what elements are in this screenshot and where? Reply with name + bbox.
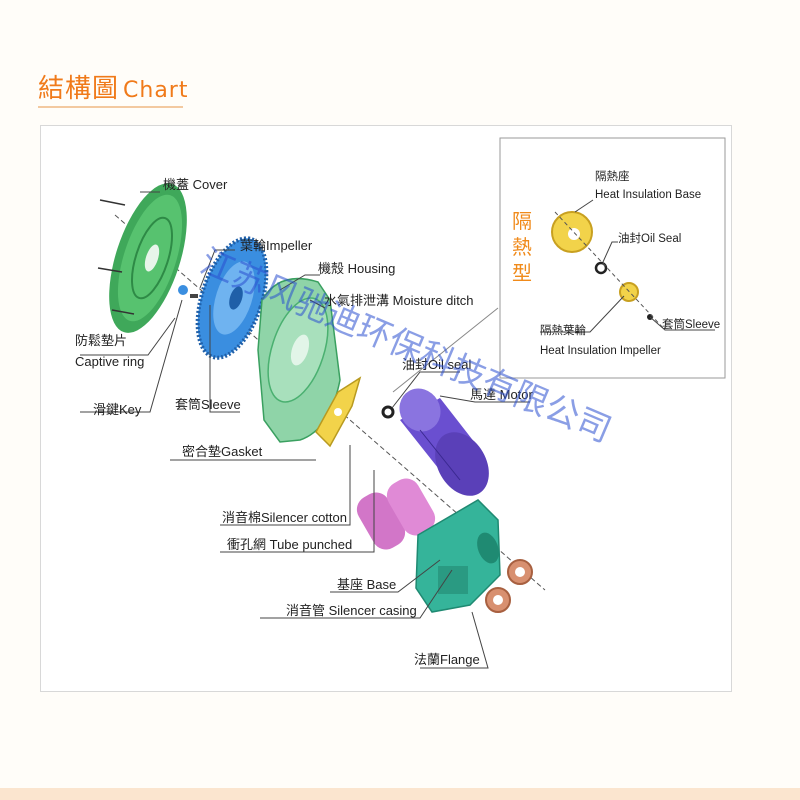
silencer-cotton-part xyxy=(356,478,436,550)
heat-insulation-base-part xyxy=(551,211,593,253)
page-title-zh: 結構圖 xyxy=(38,74,120,104)
inset-vertical-title-3: 型 xyxy=(512,261,532,285)
label-key: 滑鍵Key xyxy=(93,402,142,417)
label-motor: 馬達 Motor xyxy=(470,387,534,402)
housing-part xyxy=(257,277,341,443)
inset-vertical-title-2: 熱 xyxy=(512,235,532,259)
gasket-hole-icon xyxy=(334,408,342,416)
inset-oil-seal-part xyxy=(594,261,608,275)
inset-vertical-title-1: 隔 xyxy=(512,209,532,233)
inset-label-heat-base-en: Heat Insulation Base xyxy=(595,189,701,201)
page-title-en: Chart xyxy=(123,78,189,103)
inset-pointer-line xyxy=(392,307,499,393)
label-silencer-casing: 消音管 Silencer casing xyxy=(286,603,417,618)
label-housing: 機殼 Housing xyxy=(318,261,395,276)
motor-part xyxy=(399,388,489,496)
inset-label-heat-base-zh: 隔熱座 xyxy=(595,169,630,183)
key-part xyxy=(190,294,198,298)
flange-part xyxy=(485,559,533,613)
inset-axis xyxy=(554,211,666,331)
inset-label-heat-impeller-zh: 隔熱葉輪 xyxy=(540,323,586,337)
label-captive-ring-en: Captive ring xyxy=(75,354,144,369)
label-silencer-cotton: 消音棉Silencer cotton xyxy=(222,510,347,525)
leader-lines xyxy=(80,191,715,669)
cover-part xyxy=(97,183,187,333)
label-impeller: 葉輪Impeller xyxy=(240,238,313,253)
label-cover: 機蓋 Cover xyxy=(163,177,228,192)
label-gasket: 密合墊Gasket xyxy=(182,444,263,459)
inset-label-oil-seal: 油封Oil Seal xyxy=(618,231,681,245)
label-sleeve: 套筒Sleeve xyxy=(175,397,241,412)
label-base: 基座 Base xyxy=(337,577,396,592)
label-oil-seal: 油封Oil seal xyxy=(402,357,471,372)
label-flange: 法蘭Flange xyxy=(414,652,480,667)
label-captive-ring-zh: 防鬆墊片 xyxy=(75,333,127,348)
bottom-band xyxy=(0,788,800,800)
oil-seal-part xyxy=(381,405,395,419)
base-part xyxy=(415,499,501,613)
inset-label-heat-impeller-en: Heat Insulation Impeller xyxy=(540,345,661,357)
title-underline xyxy=(38,106,183,108)
impeller-part xyxy=(195,236,269,360)
inset-box xyxy=(499,137,726,379)
label-moisture-ditch: 水氣排泄溝 Moisture ditch xyxy=(324,293,474,308)
captive-ring-part xyxy=(178,285,188,295)
label-tube-punched: 衝孔網 Tube punched xyxy=(227,537,352,552)
inset-label-sleeve: 套筒Sleeve xyxy=(662,317,720,331)
